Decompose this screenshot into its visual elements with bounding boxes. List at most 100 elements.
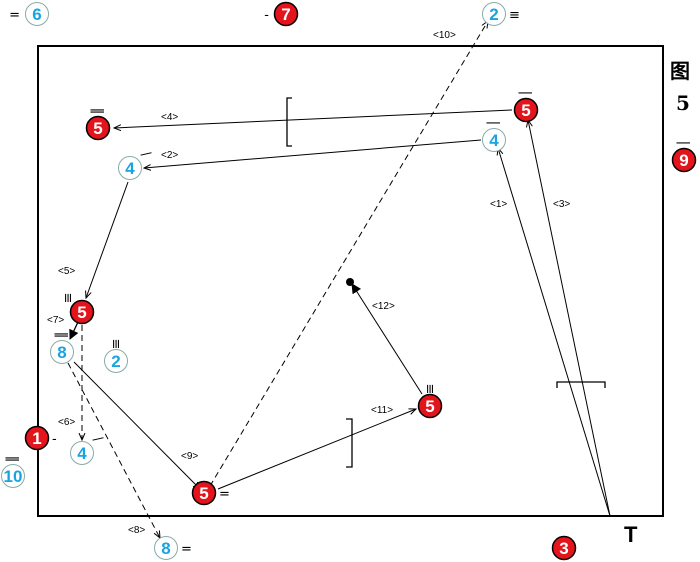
player-circle [70, 441, 94, 465]
player-circle [25, 2, 49, 26]
pass-line-5 [86, 181, 129, 298]
player-red-p5-midleft: ≡5 [60, 293, 95, 325]
player-number: 9 [679, 151, 688, 170]
pass-label-11: <11> [371, 405, 393, 416]
player-circle [671, 147, 697, 173]
player-marker: ≡ [60, 293, 75, 304]
player-red-p9-right: |9 [671, 141, 697, 173]
pass-label-1: <1> [490, 199, 507, 210]
player-red-p7-top: -7 [264, 1, 299, 27]
pass-line-8 [67, 362, 160, 538]
figure-char: 图 [670, 59, 690, 83]
player-number: 5 [93, 119, 102, 138]
pass-label-7: <7> [47, 315, 64, 326]
player-marker: | [518, 91, 533, 95]
player-circle [154, 536, 178, 560]
pass-label-2: <2> [161, 150, 178, 161]
player-circle [417, 393, 443, 419]
player-marker: ≡ [422, 384, 437, 395]
player-red-p3-bottom: 3 [551, 535, 577, 561]
player-marker: ‖ [5, 456, 20, 463]
pass-label-3: <3> [553, 199, 570, 210]
player-marker: | [486, 121, 501, 125]
player-red-p1-left: -1 [24, 425, 57, 451]
player-number: 5 [77, 303, 86, 322]
pass-line-1 [498, 148, 611, 517]
player-number: 5 [199, 484, 208, 503]
pass-line-11 [217, 409, 416, 490]
player-number: 8 [161, 539, 170, 558]
player-marker: ‖ [54, 332, 69, 339]
cone-goal-right [556, 381, 606, 388]
pass-line-10 [209, 21, 488, 487]
player-blue-p4-bottomleft: /4 [70, 434, 105, 465]
cone-goal-middle [346, 418, 353, 468]
pass-line-4 [114, 109, 513, 128]
player-number: 5 [521, 101, 530, 120]
player-marker: = [9, 8, 20, 23]
player-number: 4 [125, 159, 135, 178]
pitch-boundary [37, 45, 664, 517]
player-marker: - [264, 8, 269, 23]
player-circle [85, 115, 111, 141]
pass-label-10: <10> [433, 30, 456, 41]
player-red-p5-midright: ≡5 [417, 384, 443, 419]
pass-label-4: <4> [161, 112, 178, 123]
player-red-p5-topleft: ‖5 [85, 108, 111, 141]
pass-line-12 [351, 283, 423, 395]
pass-lines [67, 21, 611, 538]
player-marker: - [52, 432, 57, 447]
player-marker: / [138, 149, 153, 161]
player-circle [513, 97, 539, 123]
player-number: 10 [4, 467, 23, 486]
player-number: 7 [281, 5, 290, 24]
player-circle [69, 299, 95, 325]
player-marker: = [219, 487, 230, 502]
player-blue-p6-top: =6 [9, 2, 49, 26]
player-number: 6 [32, 5, 41, 24]
player-marker: = [181, 542, 192, 557]
pass-line-3 [528, 120, 611, 517]
player-circle [104, 349, 128, 373]
player-marker: ‖ [90, 108, 105, 115]
pass-label-6: <6> [58, 417, 75, 428]
player-marker: ≡ [108, 339, 123, 350]
coach-symbol: T [624, 522, 638, 547]
pass-label-9: <9> [181, 451, 198, 462]
player-number: 3 [559, 539, 568, 558]
player-circle [273, 1, 299, 27]
player-marker: / [90, 434, 105, 446]
pass-line-2 [144, 139, 482, 168]
player-number: 1 [32, 429, 41, 448]
player-circle [551, 535, 577, 561]
player-number: 2 [111, 352, 120, 371]
player-number: 2 [489, 5, 498, 24]
player-circle [118, 156, 142, 180]
player-number: 5 [425, 397, 434, 416]
player-number: 8 [57, 343, 66, 362]
player-number: 4 [77, 444, 87, 463]
player-marker: | [676, 141, 691, 145]
player-blue-p10-left: ‖ 10 [1, 456, 25, 488]
player-blue-p8-bottom: =8 [154, 536, 192, 560]
figure-number: 5 [676, 91, 690, 115]
player-marker: ≡ [509, 8, 520, 23]
player-circle [482, 128, 506, 152]
player-circle [50, 340, 74, 364]
pass-line-7 [69, 321, 79, 340]
player-red-p5-bottom: =5 [191, 480, 230, 506]
player-blue-p8-left: ‖8 [50, 332, 74, 364]
player-blue-p2-left: ≡2 [104, 339, 128, 373]
player-blue-p4-left: /4 [118, 149, 153, 180]
pass-label-5: <5> [58, 266, 75, 277]
player-blue-p4-topright: |4 [482, 121, 506, 152]
cone-goal-top [286, 97, 292, 147]
pass-line-9 [73, 361, 200, 489]
player-blue-p2-top: ≡2 [482, 2, 520, 26]
player-red-p5-topright: |5 [513, 91, 539, 123]
player-circle [482, 2, 506, 26]
pass-label-8: <8> [128, 525, 145, 536]
player-circle [1, 464, 25, 488]
